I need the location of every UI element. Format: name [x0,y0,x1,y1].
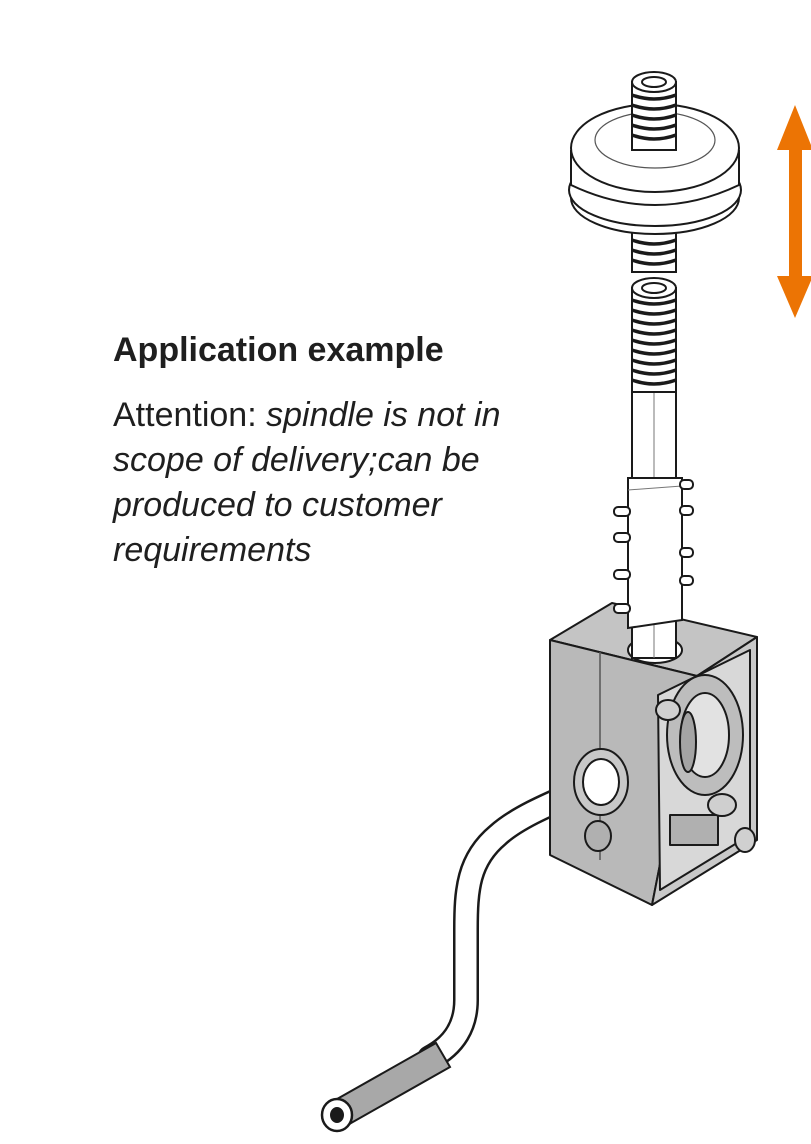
spindle-shaft [613,389,694,659]
crank-handle [320,769,613,1133]
attention-text: spindle is not in scope of delivery;can … [113,395,501,569]
spindle-nut-disc [568,103,742,235]
heading: Application example [113,331,444,369]
spindle-thread-lower [631,277,677,393]
spindle-thread-mid [631,231,677,273]
motion-arrow-icon [777,105,811,318]
attention-prefix: Attention: [113,395,267,434]
spindle-thread-top [631,71,677,151]
attention-note: Attention: spindle is not in scope of de… [113,393,553,573]
caption-block: Application example Attention: spindle i… [113,330,553,573]
